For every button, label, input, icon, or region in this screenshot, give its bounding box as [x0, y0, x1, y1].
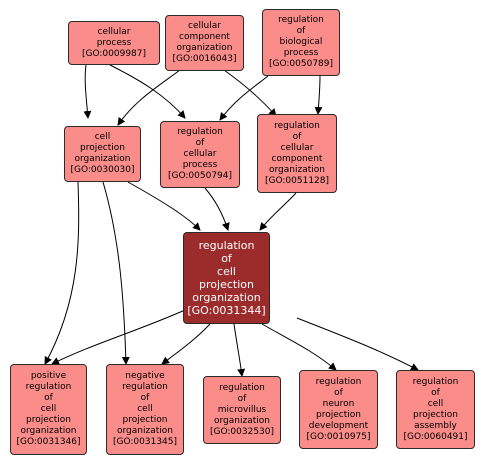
node-cellular-component-organization[interactable]: cellular component organization [GO:0016… — [165, 15, 244, 71]
node-positive-regulation-of-cell-projection-organization[interactable]: positive regulation of cell projection o… — [10, 364, 87, 455]
edge-regulation-component-organization-to-focus — [259, 192, 297, 231]
edge-component-organization-to-regulation-of-component-organization — [223, 69, 277, 117]
edge-cell-projection-organization-to-positive — [44, 181, 80, 365]
node-regulation-of-cellular-process[interactable]: regulation of cellular process [GO:00507… — [160, 121, 240, 188]
node-cellular-process[interactable]: cellular process [GO:0009987] — [68, 21, 160, 65]
node-regulation-of-microvillus-organization[interactable]: regulation of microvillus organization [… — [203, 376, 281, 444]
edge-focus-to-cell-projection-assembly — [296, 317, 419, 371]
node-regulation-of-cell-projection-assembly[interactable]: regulation of cell projection assembly [… — [396, 370, 475, 449]
edge-focus-to-neuron-projection — [261, 323, 337, 371]
edge-focus-to-microvillus — [233, 323, 246, 377]
edge-cellular-process-to-cell-projection-organization — [83, 64, 92, 119]
node-regulation-of-biological-process[interactable]: regulation of biological process [GO:005… — [262, 9, 340, 76]
edge-cell-projection-organization-to-negative — [102, 181, 130, 365]
edge-regulation-cellular-process-to-focus — [204, 187, 230, 231]
edge-component-organization-to-cell-projection-organization — [117, 69, 181, 126]
node-regulation-of-cellular-component-organization[interactable]: regulation of cellular component organiz… — [257, 114, 337, 193]
node-cell-projection-organization[interactable]: cell projection organization [GO:0030030… — [64, 126, 141, 182]
edge-cellular-process-to-regulation-of-cellular-process — [109, 64, 186, 119]
edge-regulation-biological-to-regulation-cellular-process — [219, 75, 269, 121]
edge-focus-to-negative — [161, 323, 211, 365]
edge-focus-to-positive — [51, 309, 186, 365]
edge-regulation-biological-to-regulation-component-organization — [314, 75, 323, 115]
node-negative-regulation-of-cell-projection-organization[interactable]: negative regulation of cell projection o… — [106, 364, 184, 455]
edge-cell-projection-organization-to-focus — [127, 181, 201, 231]
node-regulation-of-cell-projection-organization[interactable]: regulation of cell projection organizati… — [183, 232, 270, 324]
edges — [44, 64, 419, 377]
node-regulation-of-neuron-projection-development[interactable]: regulation of neuron projection developm… — [299, 370, 378, 449]
